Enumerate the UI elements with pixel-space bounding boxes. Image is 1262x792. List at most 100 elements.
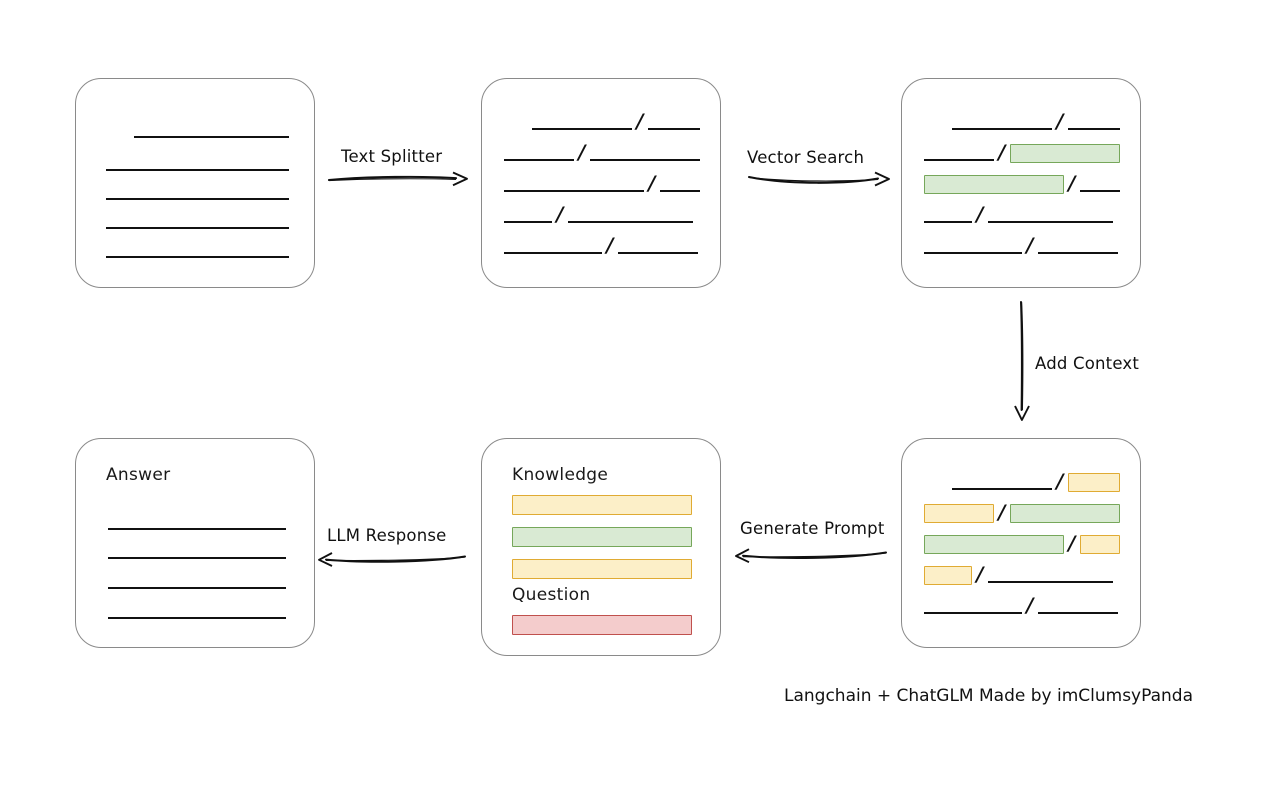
context-document-box: / / / / / [901,438,1141,648]
line-segment [108,528,286,530]
matched-text-row: / [952,109,1121,133]
line-segment [134,136,289,138]
green-highlight-segment [1010,143,1121,163]
edge-label-llm-response: LLM Response [327,526,447,545]
text-line [106,152,289,174]
line-segment [532,128,632,130]
text-line [106,210,289,232]
line-segment [988,581,1114,583]
slash-separator: / [998,500,1006,524]
green-highlight-segment [924,174,1064,194]
arrow-add-context [1014,301,1030,421]
slash-separator: / [648,171,656,195]
line-segment [618,252,699,254]
knowledge-bar-yellow [512,559,692,579]
line-segment [108,587,286,589]
line-segment [924,252,1022,254]
line-segment [106,256,289,258]
slash-separator: / [998,140,1006,164]
knowledge-title: Knowledge [512,465,609,485]
prompt-box: Knowledge Question [481,438,721,656]
line-segment [590,159,701,161]
line-segment [924,159,994,161]
line-segment [648,128,701,130]
edge-label-generate-prompt: Generate Prompt [740,519,885,538]
split-document-box: / / / / / [481,78,721,288]
line-segment [106,198,289,200]
text-line [134,119,289,141]
context-text-row: / [924,593,1119,617]
context-text-row: / [924,500,1121,524]
matched-text-row: / [924,233,1119,257]
slash-separator: / [1056,109,1064,133]
line-segment [568,221,694,223]
line-segment [924,612,1022,614]
split-text-row: / [504,202,694,226]
split-text-row: / [504,140,701,164]
line-segment [952,488,1052,490]
knowledge-bar-green [512,527,692,547]
line-segment [1068,128,1121,130]
yellow-highlight-segment [924,565,972,585]
question-title: Question [512,585,591,605]
line-segment [106,169,289,171]
slash-separator: / [578,140,586,164]
line-segment [504,159,574,161]
question-bar-red [512,615,692,635]
edge-label-vector-search: Vector Search [747,148,865,167]
answer-text-line [108,540,286,562]
split-text-row: / [504,171,701,195]
line-segment [504,252,602,254]
knowledge-bar-yellow [512,495,692,515]
line-segment [106,227,289,229]
split-text-row: / [504,233,699,257]
slash-separator: / [1068,171,1076,195]
line-segment [504,190,644,192]
arrow-generate-prompt [735,548,887,564]
line-segment [1080,190,1121,192]
green-highlight-segment [1010,503,1121,523]
text-line [106,239,289,261]
answer-text-line [108,600,286,622]
green-highlight-segment [924,534,1064,554]
context-text-row: / [924,531,1121,555]
line-segment [924,221,972,223]
line-segment [504,221,552,223]
edge-label-add-context: Add Context [1035,354,1140,373]
source-document-box [75,78,315,288]
matched-text-row: / [924,140,1121,164]
yellow-highlight-segment [924,503,994,523]
text-line [106,181,289,203]
line-segment [952,128,1052,130]
line-segment [988,221,1114,223]
slash-separator: / [1026,593,1034,617]
context-text-row: / [924,564,1114,586]
line-segment [1038,252,1119,254]
slash-separator: / [556,202,564,226]
arrow-llm-response [318,552,466,567]
split-text-row: / [532,109,701,133]
slash-separator: / [976,202,984,226]
footer-credit: Langchain + ChatGLM Made by imClumsyPand… [784,686,1193,706]
matched-document-box: / / / / / [901,78,1141,288]
line-segment [108,557,286,559]
slash-separator: / [1068,531,1076,555]
answer-text-line [108,570,286,592]
matched-text-row: / [924,202,1114,226]
slash-separator: / [1056,469,1064,493]
slash-separator: / [606,233,614,257]
arrow-text-splitter [327,171,468,187]
slash-separator: / [636,109,644,133]
line-segment [660,190,701,192]
context-text-row: / [952,469,1121,493]
answer-box: Answer [75,438,315,648]
line-segment [1038,612,1119,614]
yellow-highlight-segment [1080,534,1121,554]
answer-title: Answer [106,465,171,485]
slash-separator: / [1026,233,1034,257]
line-segment [108,617,286,619]
edge-label-text-splitter: Text Splitter [341,147,443,166]
arrow-vector-search [748,171,890,187]
answer-text-line [108,511,286,533]
